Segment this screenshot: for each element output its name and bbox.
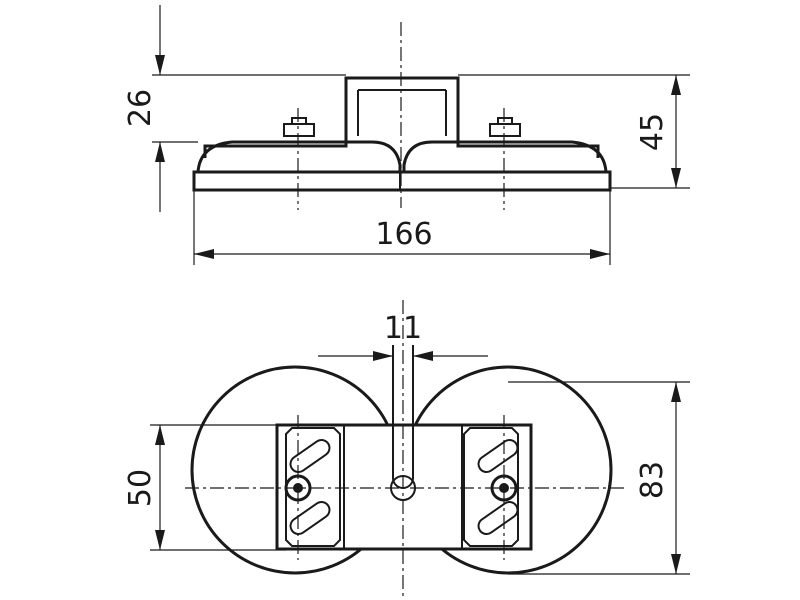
side-left-housing: [196, 140, 402, 173]
dim-top-height: 26: [123, 5, 165, 212]
dim-diameter: 83: [635, 382, 681, 574]
side-base-plate: [192, 170, 612, 192]
top-right-pad: [463, 427, 519, 547]
top-left-upper-slot: [289, 438, 331, 474]
side-right-housing: [402, 140, 608, 173]
dim-slot-width: 11: [318, 311, 488, 361]
dim-diameter-label: 83: [635, 461, 670, 499]
top-view: 11 50 83: [123, 300, 690, 600]
dim-top-height-label: 26: [123, 89, 158, 127]
top-left-pad: [285, 427, 341, 547]
side-bracket: [203, 76, 600, 158]
dim-slot-width-label: 11: [384, 311, 422, 346]
dim-bolt-spacing-label: 50: [123, 469, 158, 507]
side-view: 26 45 166: [123, 5, 690, 265]
dim-total-height-label: 45: [635, 113, 670, 151]
top-right-upper-slot: [477, 438, 519, 474]
dim-bolt-spacing: 50: [123, 425, 165, 550]
dim-overall-width-label: 166: [375, 217, 432, 252]
dim-total-height: 45: [635, 75, 681, 188]
side-right-nut-icon: [489, 117, 521, 137]
top-right-lower-slot: [477, 500, 519, 536]
side-left-nut-icon: [283, 117, 315, 137]
dim-overall-width: 166: [194, 217, 610, 259]
top-left-lower-slot: [289, 500, 331, 536]
